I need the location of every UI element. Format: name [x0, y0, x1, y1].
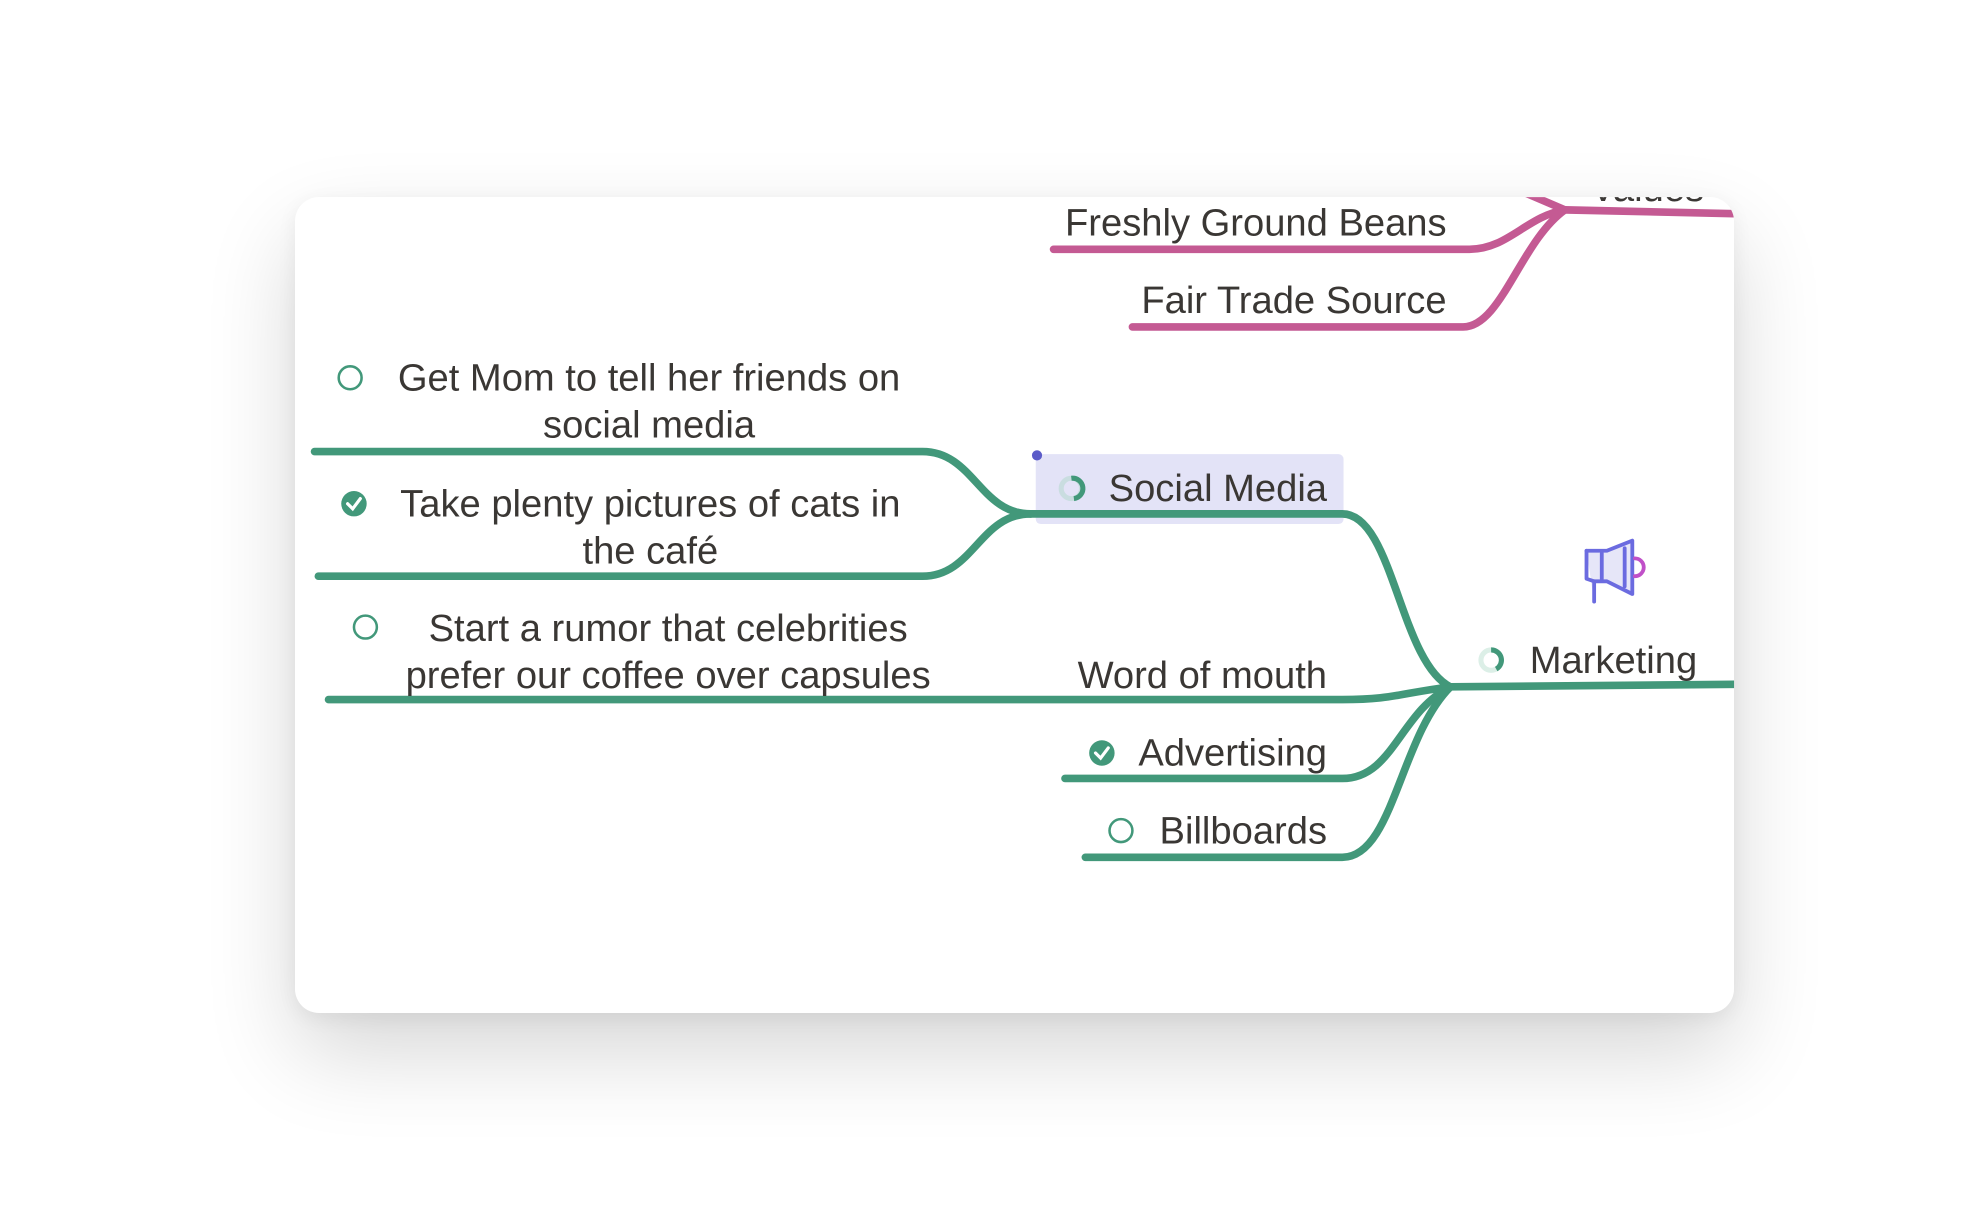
progress-ring-icon — [1058, 475, 1086, 502]
node-social-media[interactable]: Social Media — [1109, 467, 1328, 510]
megaphone-icon — [1584, 538, 1646, 604]
branch-line-social-media — [1026, 510, 1455, 691]
branch-line-values-hidden — [1516, 197, 1569, 214]
branch-marketing: Marketing Social Media Get Mom to tell h… — [310, 356, 1735, 862]
node-values[interactable]: Values — [1590, 167, 1704, 210]
branch-line-marketing — [1446, 680, 1735, 691]
node-get-mom-line2[interactable]: social media — [543, 404, 756, 447]
progress-ring-icon — [1478, 647, 1504, 673]
node-billboards[interactable]: Billboards — [1160, 809, 1327, 852]
branch-line-get-mom — [310, 447, 1035, 518]
node-advertising[interactable]: Advertising — [1138, 732, 1327, 775]
branch-values: Values Freshly Ground Beans Fair Trade S… — [1049, 167, 1735, 331]
mind-map-canvas[interactable] — [295, 197, 1734, 1013]
branch-line-fair-trade — [1128, 206, 1569, 331]
branch-line-billboards — [1081, 683, 1455, 862]
node-word-of-mouth[interactable]: Word of mouth — [1078, 654, 1327, 697]
task-checkbox-done[interactable] — [1089, 740, 1115, 766]
branch-line-word-of-mouth — [324, 683, 1455, 704]
selection-highlight — [1035, 454, 1344, 525]
node-rumor-line2[interactable]: prefer our coffee over capsules — [406, 654, 931, 697]
node-cats-line1[interactable]: Take plenty pictures of cats in — [400, 482, 900, 525]
branch-line-advertising — [1061, 683, 1455, 783]
task-checkbox-open[interactable] — [337, 365, 363, 391]
node-rumor-line1[interactable]: Start a rumor that celebrities — [429, 607, 908, 650]
node-cats-line2[interactable]: the café — [582, 529, 718, 572]
node-fair-trade-source[interactable]: Fair Trade Source — [1141, 279, 1446, 322]
node-freshly-ground-beans[interactable]: Freshly Ground Beans — [1065, 201, 1447, 244]
node-get-mom-line1[interactable]: Get Mom to tell her friends on — [398, 356, 900, 399]
node-marketing[interactable]: Marketing — [1530, 639, 1697, 682]
branch-line-cats — [314, 510, 1035, 581]
task-checkbox-open[interactable] — [1108, 817, 1134, 844]
branch-line-values — [1561, 206, 1735, 218]
selection-handle[interactable] — [1031, 450, 1043, 461]
task-checkbox-done[interactable] — [341, 490, 367, 517]
branch-line-freshly — [1049, 206, 1569, 254]
task-checkbox-open[interactable] — [352, 614, 379, 640]
